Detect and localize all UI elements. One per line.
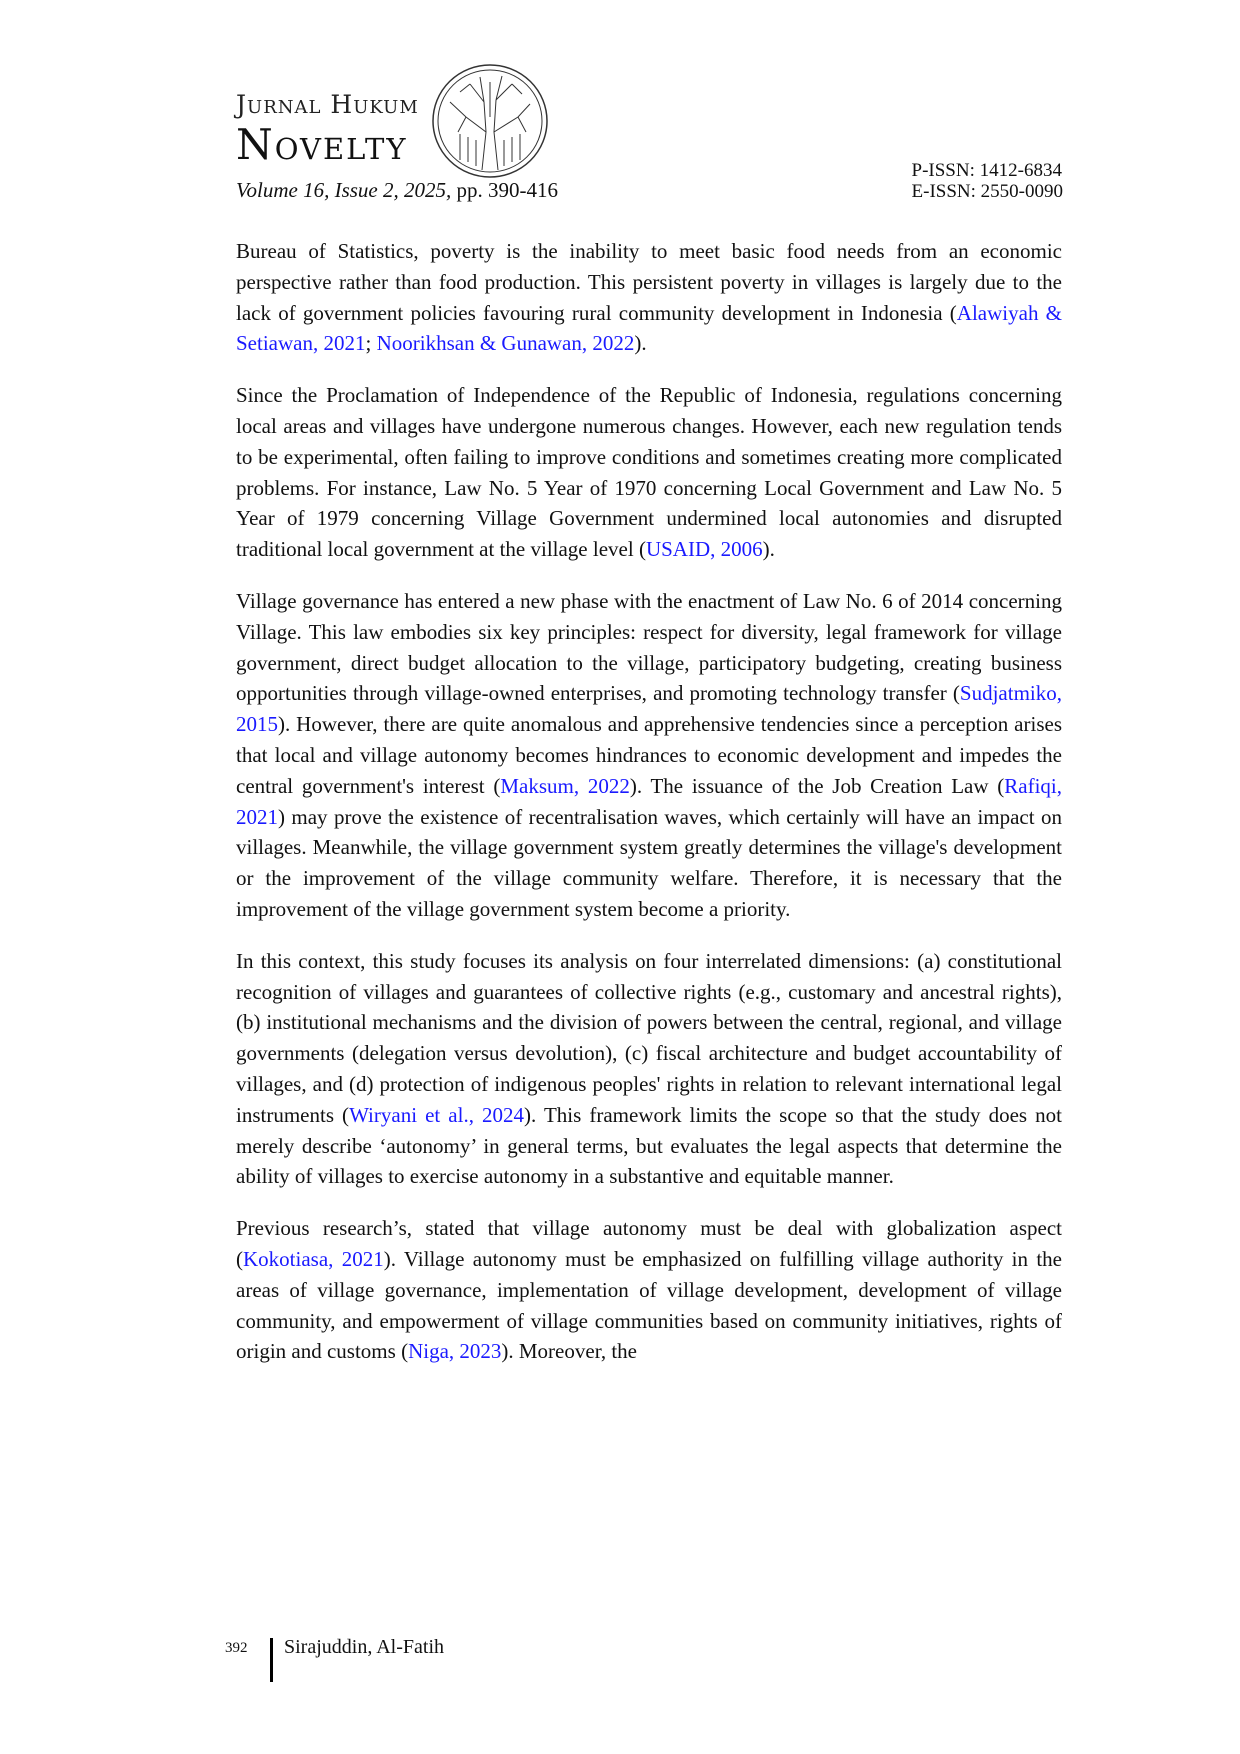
- paragraph: In this context, this study focuses its …: [236, 946, 1062, 1192]
- paragraph-text: Village governance has entered a new pha…: [236, 588, 1062, 706]
- volume-info: Volume 16, Issue 2, 2025, pp. 390-416: [236, 178, 558, 203]
- citation-link[interactable]: Kokotiasa, 2021: [243, 1246, 384, 1271]
- paragraph-text: ;: [365, 331, 377, 356]
- paragraph: Bureau of Statistics, poverty is the ina…: [236, 236, 1062, 359]
- citation-link[interactable]: USAID, 2006: [645, 537, 763, 562]
- citation-link[interactable]: Maksum, 2022: [500, 773, 630, 798]
- footer-divider: [270, 1638, 273, 1682]
- journal-name-line1: Jurnal Hukum: [236, 90, 419, 119]
- paragraph-text: ). The issuance of the Job Creation Law …: [629, 773, 1005, 798]
- citation-link[interactable]: Alawiyah & Setiawan, 2021: [236, 300, 1063, 356]
- paragraph: Village governance has entered a new pha…: [236, 586, 1062, 925]
- paragraph-text: Bureau of Statistics, poverty is the ina…: [236, 239, 1062, 325]
- paragraph-text: ).: [762, 537, 775, 562]
- citation-link[interactable]: Rafiqi, 2021: [236, 773, 1063, 829]
- paragraph-text: ). Village autonomy must be emphasized o…: [236, 1246, 1062, 1364]
- tree-logo-icon: [432, 64, 548, 178]
- citation-link[interactable]: Wiryani et al., 2024: [349, 1102, 525, 1127]
- volume-issue-year: Volume 16, Issue 2, 2025,: [236, 178, 452, 202]
- page-range: pp. 390-416: [451, 178, 558, 202]
- paragraph-text: In this context, this study focuses its …: [236, 948, 1062, 1127]
- paragraph: Since the Proclamation of Independence o…: [236, 380, 1062, 565]
- issn-block: P-ISSN: 1412-6834 E-ISSN: 2550-0090: [912, 160, 1063, 202]
- paragraph-text: ) may prove the existence of recentralis…: [236, 804, 1062, 921]
- footer-authors: Sirajuddin, Al-Fatih: [284, 1636, 444, 1658]
- paragraph: Previous research’s, stated that village…: [236, 1213, 1062, 1367]
- page-number: 392: [225, 1640, 248, 1656]
- paragraph-text: Since the Proclamation of Independence o…: [236, 383, 1062, 562]
- citation-link[interactable]: Niga, 2023: [408, 1339, 502, 1364]
- paragraph-text: ).: [634, 331, 647, 356]
- paragraph-text: ). This framework limits the scope so th…: [236, 1102, 1062, 1189]
- paragraph-text: ). However, there are quite anomalous an…: [236, 712, 1062, 798]
- citation-link[interactable]: Noorikhsan & Gunawan, 2022: [376, 331, 635, 356]
- p-issn: P-ISSN: 1412-6834: [911, 160, 1062, 181]
- journal-name-line2: Novelty: [236, 120, 408, 169]
- body-text: Bureau of Statistics, poverty is the ina…: [236, 236, 1062, 1388]
- paragraph-text: Previous research’s, stated that village…: [236, 1216, 1062, 1271]
- e-issn: E-ISSN: 2550-0090: [911, 181, 1063, 202]
- citation-link[interactable]: Sudjatmiko, 2015: [236, 681, 1062, 737]
- paragraph-text: ). Moreover, the: [501, 1339, 637, 1364]
